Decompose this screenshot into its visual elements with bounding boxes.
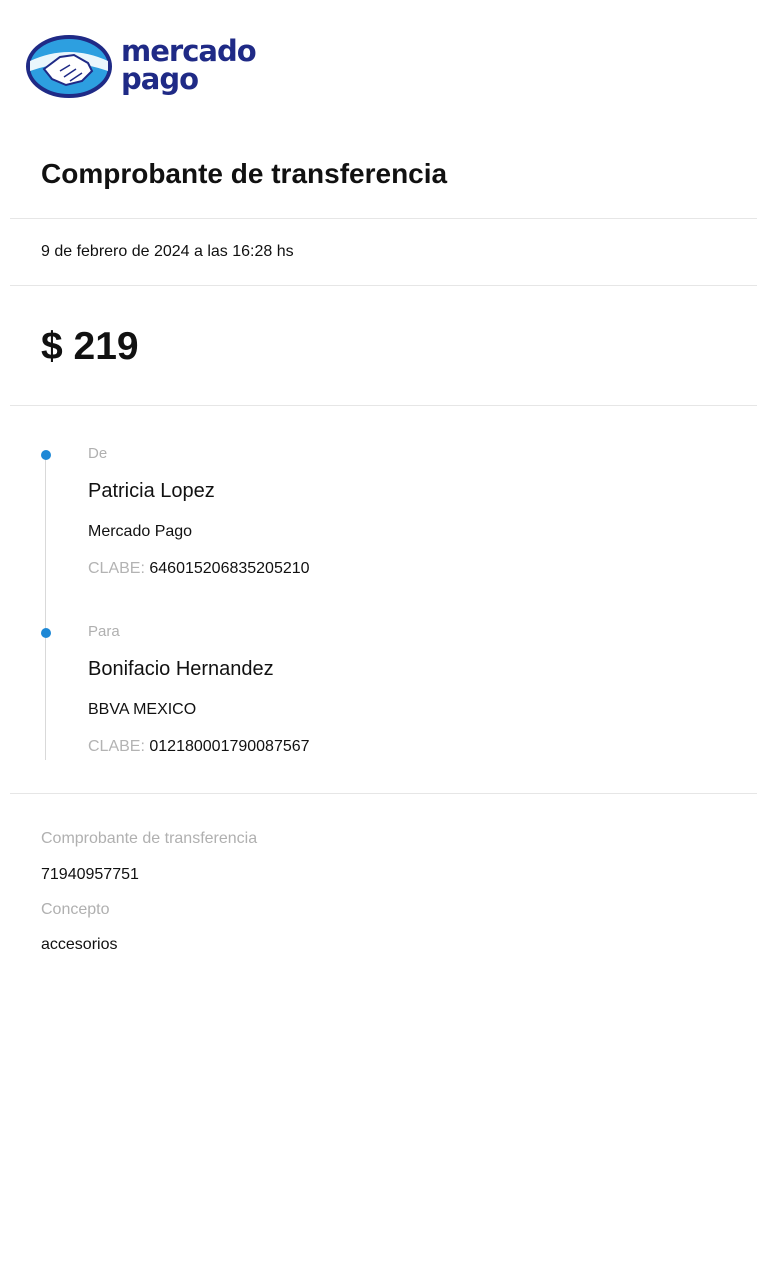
sender-clabe: CLABE: 646015206835205210: [88, 560, 310, 578]
concept-value: accesorios: [41, 936, 118, 953]
divider: [10, 793, 757, 794]
logo-text-mercado: mercado: [121, 34, 257, 68]
recipient-clabe: CLABE: 012180001790087567: [88, 738, 310, 756]
clabe-value: 012180001790087567: [149, 738, 310, 755]
transfer-date: 9 de febrero de 2024 a las 16:28 hs: [41, 243, 294, 260]
timeline-line: [45, 455, 46, 760]
receipt-number-label: Comprobante de transferencia: [41, 830, 258, 847]
concept-label: Concepto: [41, 901, 110, 918]
timeline-dot-to: [41, 628, 51, 638]
timeline-dot-from: [41, 450, 51, 460]
clabe-label: CLABE:: [88, 738, 145, 755]
receipt-number-value: 71940957751: [41, 866, 139, 883]
divider: [10, 405, 757, 406]
transfer-amount: $ 219: [41, 325, 139, 368]
logo-text-pago: pago: [121, 62, 199, 96]
clabe-value: 646015206835205210: [149, 560, 310, 577]
sender-bank: Mercado Pago: [88, 523, 193, 540]
divider: [10, 218, 757, 219]
from-label: De: [88, 445, 108, 462]
page-title: Comprobante de transferencia: [41, 158, 448, 189]
to-label: Para: [88, 623, 120, 640]
handshake-logo-icon: [26, 35, 112, 98]
recipient-name: Bonifacio Hernandez: [88, 658, 274, 680]
recipient-bank: BBVA MEXICO: [88, 701, 197, 718]
clabe-label: CLABE:: [88, 560, 145, 577]
divider: [10, 285, 757, 286]
sender-name: Patricia Lopez: [88, 480, 215, 502]
